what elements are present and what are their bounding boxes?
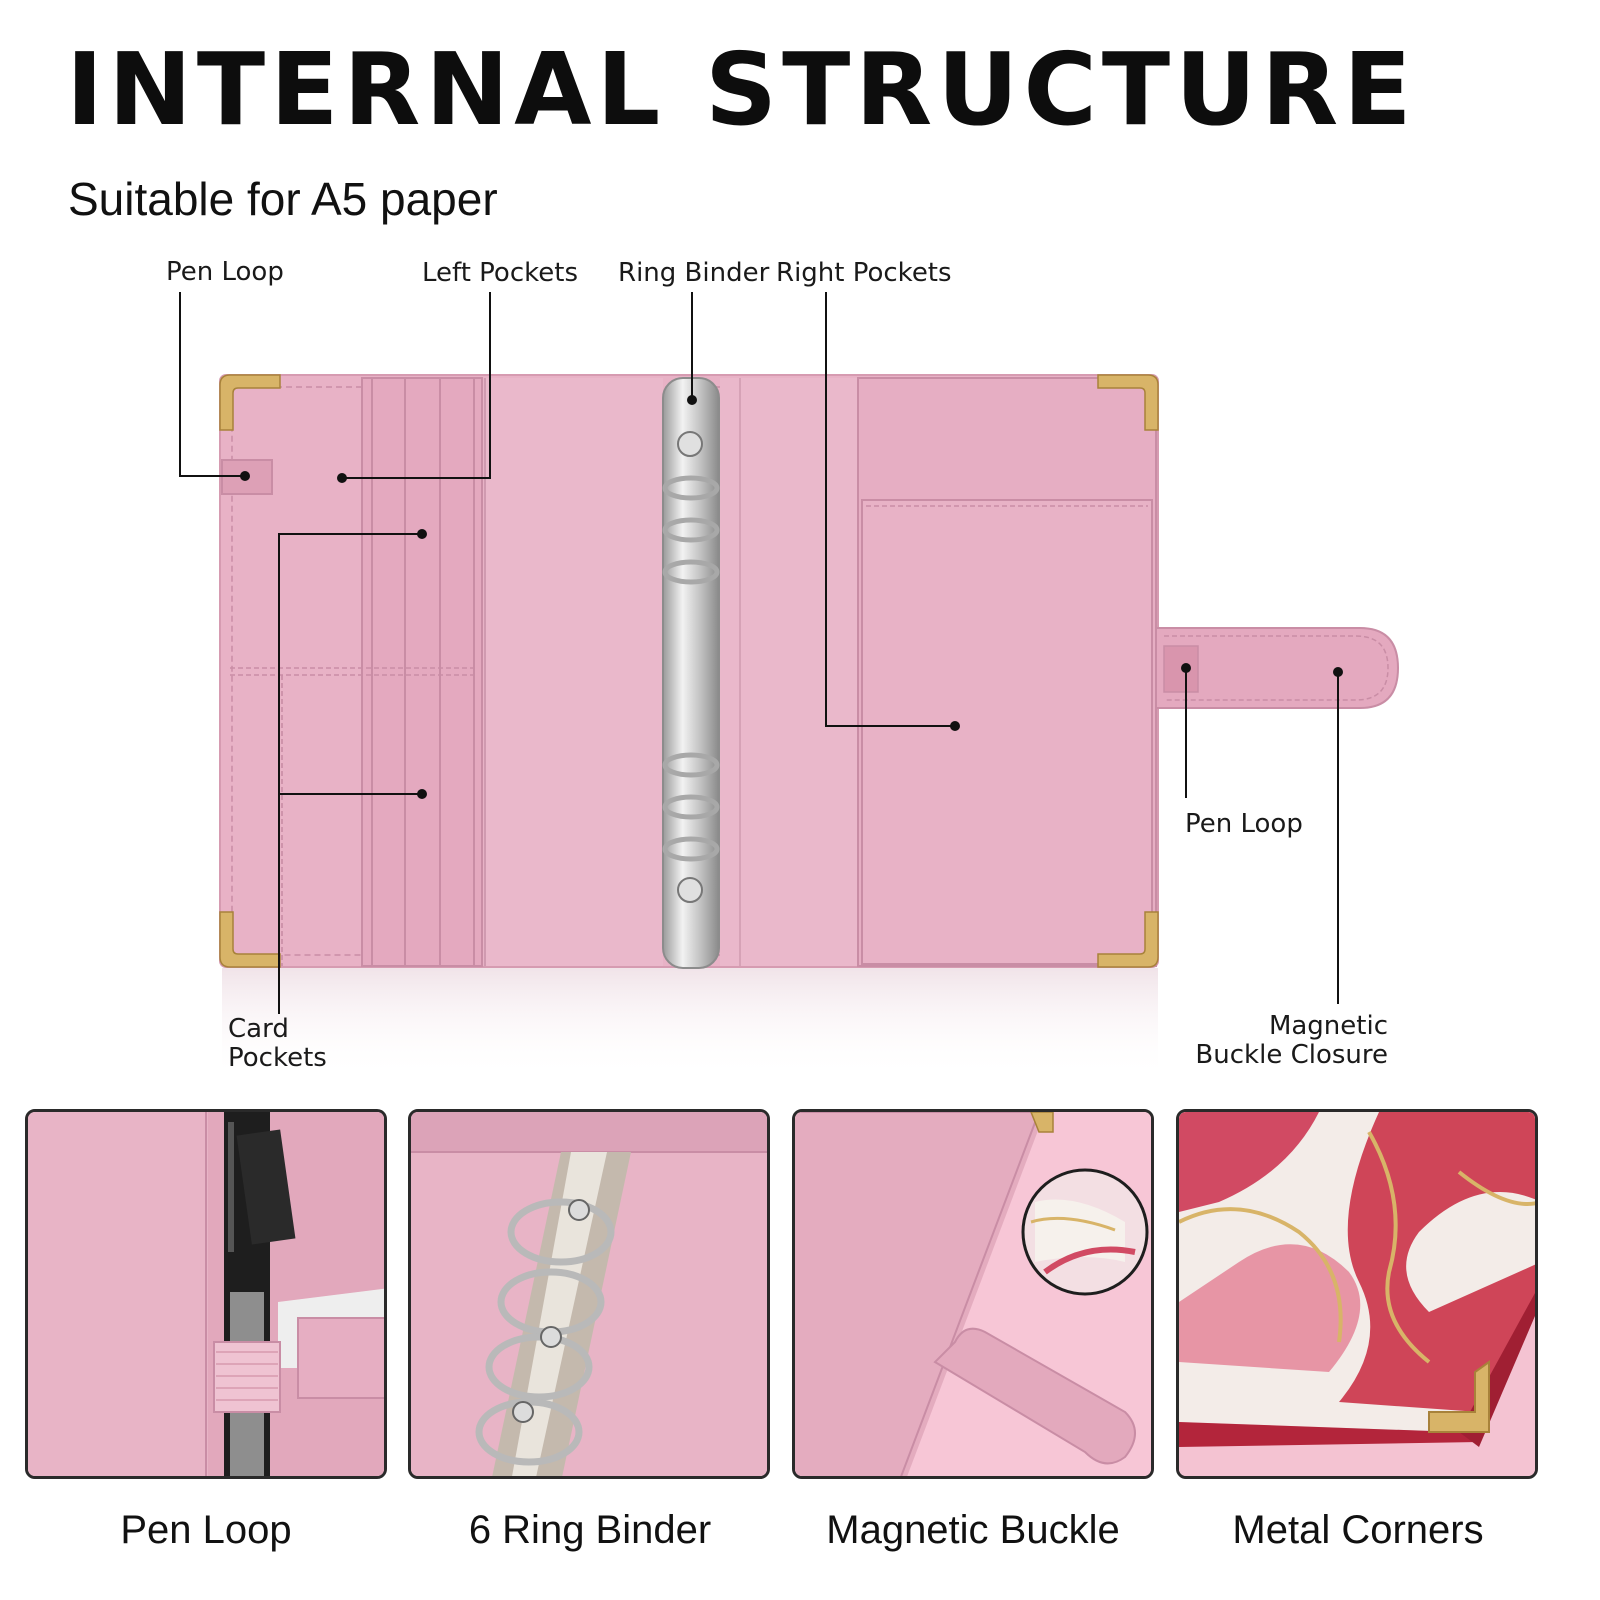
thumbnail-metal-corners [1176, 1109, 1538, 1479]
right-pockets [857, 377, 1157, 967]
card-pockets [230, 667, 474, 966]
left-pockets [361, 377, 483, 967]
thumbnail-pen-loop [25, 1109, 387, 1479]
callout-magnetic-buckle: Magnetic Buckle Closure [1195, 1012, 1388, 1070]
binder-illustration [179, 292, 1400, 1078]
callout-ring-binder: Ring Binder [618, 258, 770, 288]
callout-card-pockets-line2: Pockets [228, 1043, 327, 1073]
callout-leader-lines [179, 292, 1339, 1014]
callout-card-pockets-line1: Card [228, 1014, 289, 1044]
page-subtitle: Suitable for A5 paper [68, 173, 498, 225]
callout-right-pockets: Right Pockets [776, 258, 952, 288]
page-title: INTERNAL STRUCTURE [66, 31, 1417, 148]
magnetic-buckle-strap [1155, 627, 1400, 709]
callout-magnetic-line2: Buckle Closure [1195, 1040, 1388, 1070]
callout-dots [240, 395, 1343, 799]
caption-pen-loop: Pen Loop [120, 1508, 292, 1552]
callout-magnetic-line1: Magnetic [1268, 1011, 1388, 1041]
callout-pen-loop-left: Pen Loop [166, 257, 284, 287]
caption-magnetic-buckle: Magnetic Buckle [826, 1508, 1120, 1552]
callout-pen-loop-right: Pen Loop [1185, 809, 1303, 839]
callout-card-pockets: Card Pockets [228, 1015, 327, 1073]
metal-corners [219, 374, 1159, 968]
caption-metal-corners: Metal Corners [1232, 1508, 1484, 1552]
caption-ring-binder: 6 Ring Binder [468, 1508, 712, 1552]
thumbnail-magnetic-buckle [792, 1109, 1154, 1479]
thumbnail-ring-binder [408, 1109, 770, 1479]
callout-left-pockets: Left Pockets [422, 258, 578, 288]
ring-binder-mechanism [662, 377, 720, 969]
